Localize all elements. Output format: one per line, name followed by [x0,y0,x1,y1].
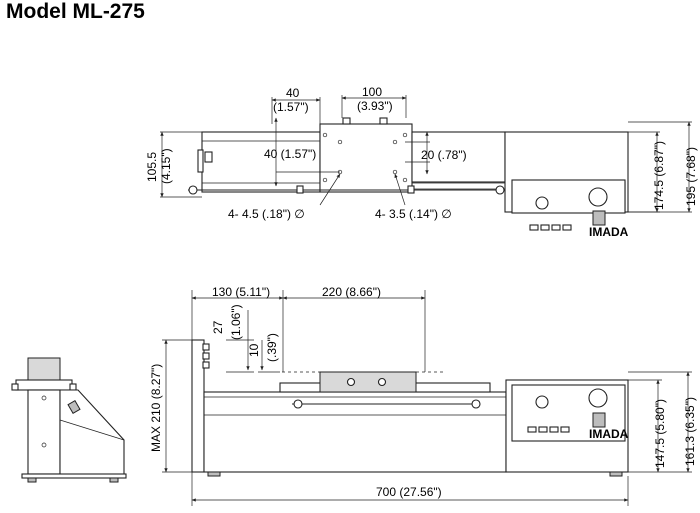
dim-40-side: 40 (1.57") [264,147,316,161]
top-dial-icon [535,196,549,210]
side-view [11,357,127,483]
front-dial-icon [535,395,549,409]
side-column [27,389,61,475]
front-upright [191,339,205,473]
dim-105-in: (4.15") [159,148,173,184]
dim-10-in: (.39") [265,333,279,362]
dim-130: 130 (5.11") [212,285,270,299]
dim-105: 105.5 [145,152,159,182]
dim-max210: MAX 210 (8.27") [149,364,163,452]
dim-40-top: 40 [286,86,300,100]
top-table-plate [319,123,413,193]
top-gauge-icon [588,187,608,207]
dim-100-in: (3.93") [357,99,393,113]
front-stage-carriage [319,371,417,393]
dim-40-top-in: (1.57") [273,100,309,114]
top-view: IMADA 40 (1.57") 100 (3.93") 40 (1.57") … [145,85,698,239]
top-left-knob [197,149,204,173]
dim-10: 10 [247,343,261,357]
side-top-block [27,357,61,381]
dim-161: 161.3 (6.35") [683,397,697,466]
dim-100: 100 [362,85,382,99]
page-title: Model ML-275 [6,0,145,23]
dim-27: 27 [211,320,225,334]
dim-147: 147.5 (5.80") [653,399,667,468]
dim-195: 195 (7.68") [684,147,698,206]
dim-700: 700 (27.56") [376,485,442,499]
dim-174: 174.5 (6.87") [652,141,666,210]
front-view: IMADA 130 (5.11") 220 (8.66") 27 (1.06")… [149,285,697,506]
dim-20: 20 (.78") [421,148,467,162]
brand-label-top: IMADA [589,225,629,239]
front-base [203,391,507,473]
dim-27-in: (1.06") [229,304,243,340]
top-switch-icon [592,210,606,226]
hole-callout-right: 4- 3.5 (.14") ∅ [375,207,452,221]
front-gauge-icon [588,388,608,408]
side-housing [59,389,125,475]
front-switch-icon [592,412,606,428]
brand-label-front: IMADA [589,427,629,441]
dim-220: 220 (8.66") [322,285,381,299]
hole-callout-left: 4- 4.5 (.18") ∅ [228,207,305,221]
